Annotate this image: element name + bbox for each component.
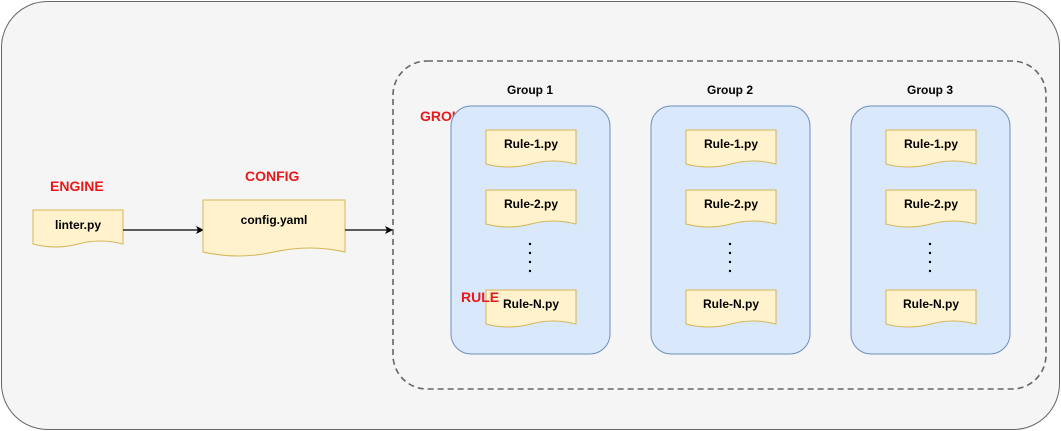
rule-doc[interactable]: Rule-2.py (685, 189, 777, 228)
rule-doc-label: Rule-N.py (703, 297, 759, 311)
group-2[interactable]: Group 2 Rule-1.py Rule-2.py Rule-N.py (650, 83, 811, 355)
config-doc-shape (202, 199, 346, 257)
group-title: Group 2 (707, 83, 753, 97)
group-title: Group 3 (907, 83, 953, 97)
rule-doc-shape (885, 189, 977, 228)
rule-doc[interactable]: Rule-1.py (485, 129, 577, 168)
rule-doc-shape (485, 289, 577, 328)
rule-doc-shape (885, 129, 977, 168)
rule-doc-label: Rule-1.py (704, 137, 758, 151)
config-doc[interactable]: config.yaml (202, 199, 346, 257)
ellipsis-dots (928, 242, 932, 273)
group-title: Group 1 (507, 83, 553, 97)
rule-doc-shape (485, 129, 577, 168)
group-1[interactable]: Group 1 Rule-1.py Rule-2.py Rule-N.py (450, 83, 611, 355)
rule-doc-label: Rule-1.py (904, 137, 958, 151)
engine-doc-shape (32, 209, 124, 248)
rule-doc-shape (685, 289, 777, 328)
rule-doc[interactable]: Rule-N.py (485, 289, 577, 328)
rule-doc-label: Rule-N.py (503, 297, 559, 311)
rule-doc-shape (685, 129, 777, 168)
config-doc-label: config.yaml (241, 213, 308, 227)
groups-container (392, 60, 1047, 390)
rule-doc-shape (885, 289, 977, 328)
rule-doc-label: Rule-N.py (903, 297, 959, 311)
rule-doc[interactable]: Rule-1.py (885, 129, 977, 168)
rule-doc[interactable]: Rule-N.py (885, 289, 977, 328)
engine-label: ENGINE (50, 178, 104, 194)
rule-doc[interactable]: Rule-2.py (485, 189, 577, 228)
ellipsis-dots (528, 242, 532, 273)
group-3[interactable]: Group 3 Rule-1.py Rule-2.py Rule-N.py (850, 83, 1011, 355)
rule-doc-label: Rule-2.py (504, 197, 558, 211)
rule-doc-shape (685, 189, 777, 228)
engine-doc[interactable]: linter.py (32, 209, 124, 248)
rule-doc-label: Rule-2.py (904, 197, 958, 211)
engine-doc-label: linter.py (55, 218, 101, 232)
rule-doc-shape (485, 189, 577, 228)
rule-label: RULE (461, 289, 499, 305)
rule-doc[interactable]: Rule-2.py (885, 189, 977, 228)
ellipsis-dots (728, 242, 732, 273)
rule-doc[interactable]: Rule-1.py (685, 129, 777, 168)
rule-doc-label: Rule-1.py (504, 137, 558, 151)
rule-doc-label: Rule-2.py (704, 197, 758, 211)
rule-doc[interactable]: Rule-N.py (685, 289, 777, 328)
config-label: CONFIG (245, 168, 300, 184)
